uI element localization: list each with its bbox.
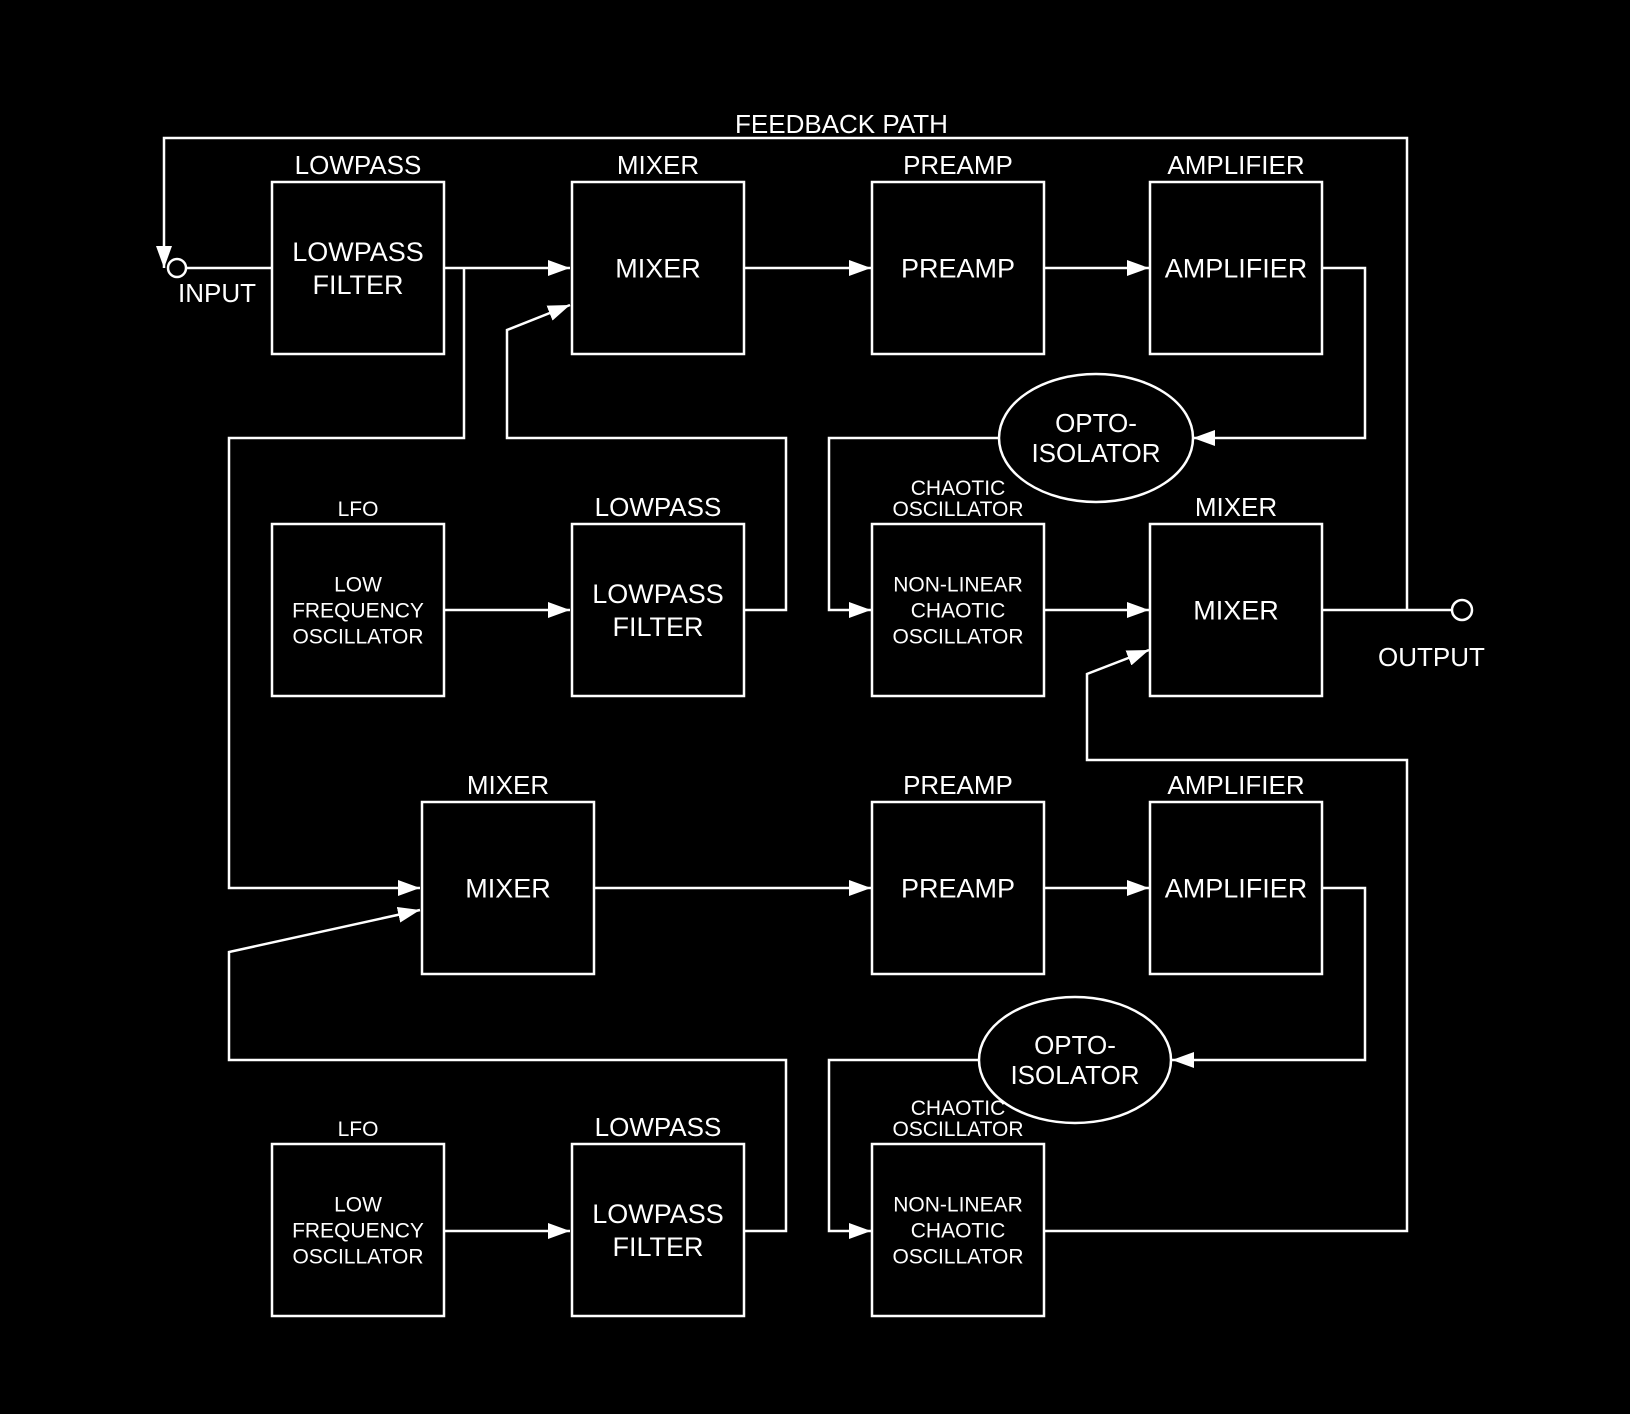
block-mix1-box	[570, 180, 746, 356]
opto1-ellipse	[997, 372, 1195, 504]
block-mix2-box	[1148, 522, 1324, 698]
block-mix3: MIXER MIXER	[420, 770, 596, 976]
block-lp1-text: LOWPASS	[292, 237, 424, 267]
opto2: OPTO-ISOLATOR	[977, 995, 1173, 1125]
block-chaos1-box	[870, 522, 1046, 698]
block-lp2-text: FILTER	[612, 612, 703, 642]
output-port-circle	[1450, 598, 1474, 622]
feedback-path-label: FEEDBACK PATH	[735, 109, 948, 139]
block-lfo2: LFO LOW FREQUENCY OSCILLATOR	[270, 1118, 446, 1318]
block-lp3-text: LOWPASS	[592, 1199, 724, 1229]
block-chaos2-header: OSCILLATOR	[892, 1118, 1023, 1141]
block-pre1: PREAMP PREAMP	[870, 150, 1046, 356]
block-mix2: MIXER MIXER	[1148, 492, 1324, 698]
block-mix3-header: MIXER	[467, 770, 549, 800]
block-lfo1: LFO LOW FREQUENCY OSCILLATOR	[270, 498, 446, 698]
block-amp1-text: AMPLIFIER	[1165, 254, 1308, 284]
block-lp1-text: FILTER	[312, 270, 403, 300]
block-amp2-text: AMPLIFIER	[1165, 874, 1308, 904]
block-pre1-text: PREAMP	[901, 254, 1015, 284]
block-pre2-header: PREAMP	[903, 770, 1013, 800]
block-lfo1-box	[270, 522, 446, 698]
block-mix2-header: MIXER	[1195, 492, 1277, 522]
block-chaos2-text: NON-LINEAR	[893, 1194, 1023, 1217]
wire-amp2-opto2	[1172, 886, 1367, 1068]
connections	[156, 136, 1452, 1239]
block-mix3-text: MIXER	[465, 874, 551, 904]
block-lp3-header: LOWPASS	[595, 1112, 722, 1142]
wire-chaos2-mix2	[1044, 648, 1409, 1233]
block-amp1: AMPLIFIER AMPLIFIER	[1148, 150, 1324, 356]
block-amp2-header: AMPLIFIER	[1167, 770, 1304, 800]
block-chaos2-box	[870, 1142, 1046, 1318]
opto1: OPTO-ISOLATOR	[997, 372, 1195, 504]
block-amp1-box	[1148, 180, 1324, 356]
block-lfo2-text: LOW	[334, 1194, 382, 1217]
block-lp1-header: LOWPASS	[295, 150, 422, 180]
opto2-ellipse	[977, 995, 1173, 1125]
opto2-text: ISOLATOR	[1010, 1060, 1139, 1090]
input-port-circle	[166, 257, 188, 279]
block-lfo1-header: LFO	[338, 498, 379, 521]
block-lfo2-header: LFO	[338, 1118, 379, 1141]
wire-opto1-chaos1	[827, 436, 1000, 618]
block-lp3-text: FILTER	[612, 1232, 703, 1262]
feedback-wire	[156, 136, 1409, 610]
block-amp1-header: AMPLIFIER	[1167, 150, 1304, 180]
output-port: OUTPUT	[1378, 598, 1485, 672]
block-lfo1-text: LOW	[334, 574, 382, 597]
block-mix3-box	[420, 800, 596, 976]
input-port: INPUT	[166, 257, 256, 308]
block-lfo2-text: FREQUENCY	[292, 1220, 424, 1243]
input-label: INPUT	[178, 278, 256, 308]
block-lfo1-text: OSCILLATOR	[292, 626, 423, 649]
block-lp2-header: LOWPASS	[595, 492, 722, 522]
block-mix1-header: MIXER	[617, 150, 699, 180]
block-pre1-header: PREAMP	[903, 150, 1013, 180]
block-chaos2-text: OSCILLATOR	[892, 1246, 1023, 1269]
wire-lp1-mix3	[227, 268, 466, 896]
block-pre2-text: PREAMP	[901, 874, 1015, 904]
block-mix1: MIXER MIXER	[570, 150, 746, 356]
opto2-text: OPTO-	[1034, 1030, 1116, 1060]
block-chaos1-text: CHAOTIC	[911, 600, 1006, 623]
blocks: LOWPASSLOWPASSFILTERMIXERMIXERPREAMPPREA…	[270, 150, 1324, 1318]
block-amp2-box	[1148, 800, 1324, 976]
block-pre1-box	[870, 180, 1046, 356]
block-lp2-box	[570, 522, 746, 698]
block-chaos1-header: CHAOTIC	[911, 477, 1006, 500]
block-pre2: PREAMP PREAMP	[870, 770, 1046, 976]
block-chaos1-header: OSCILLATOR	[892, 498, 1023, 521]
block-lp1-box	[270, 180, 446, 356]
block-lfo2-text: OSCILLATOR	[292, 1246, 423, 1269]
opto1-text: OPTO-	[1055, 408, 1137, 438]
block-lfo2-box	[270, 1142, 446, 1318]
block-mix2-text: MIXER	[1193, 596, 1279, 626]
block-chaos2: CHAOTICOSCILLATORNON-LINEARCHAOTICOSCILL…	[870, 1097, 1046, 1318]
block-pre2-box	[870, 800, 1046, 976]
wire-opto2-chaos2	[827, 1058, 979, 1239]
block-lp3-box	[570, 1142, 746, 1318]
block-lfo1-text: FREQUENCY	[292, 600, 424, 623]
wire-lp2-mix1	[505, 303, 788, 612]
block-chaos2-text: CHAOTIC	[911, 1220, 1006, 1243]
block-chaos1: CHAOTICOSCILLATORNON-LINEARCHAOTICOSCILL…	[870, 477, 1046, 698]
block-mix1-text: MIXER	[615, 254, 701, 284]
block-chaos2-header: CHAOTIC	[911, 1097, 1006, 1120]
block-lp2-text: LOWPASS	[592, 579, 724, 609]
block-amp2: AMPLIFIER AMPLIFIER	[1148, 770, 1324, 976]
block-chaos1-text: OSCILLATOR	[892, 626, 1023, 649]
wire-lp3-mix3	[227, 906, 788, 1233]
block-chaos1-text: NON-LINEAR	[893, 574, 1023, 597]
opto1-text: ISOLATOR	[1031, 438, 1160, 468]
wire-amp1-opto1	[1193, 266, 1367, 446]
output-label: OUTPUT	[1378, 642, 1485, 672]
